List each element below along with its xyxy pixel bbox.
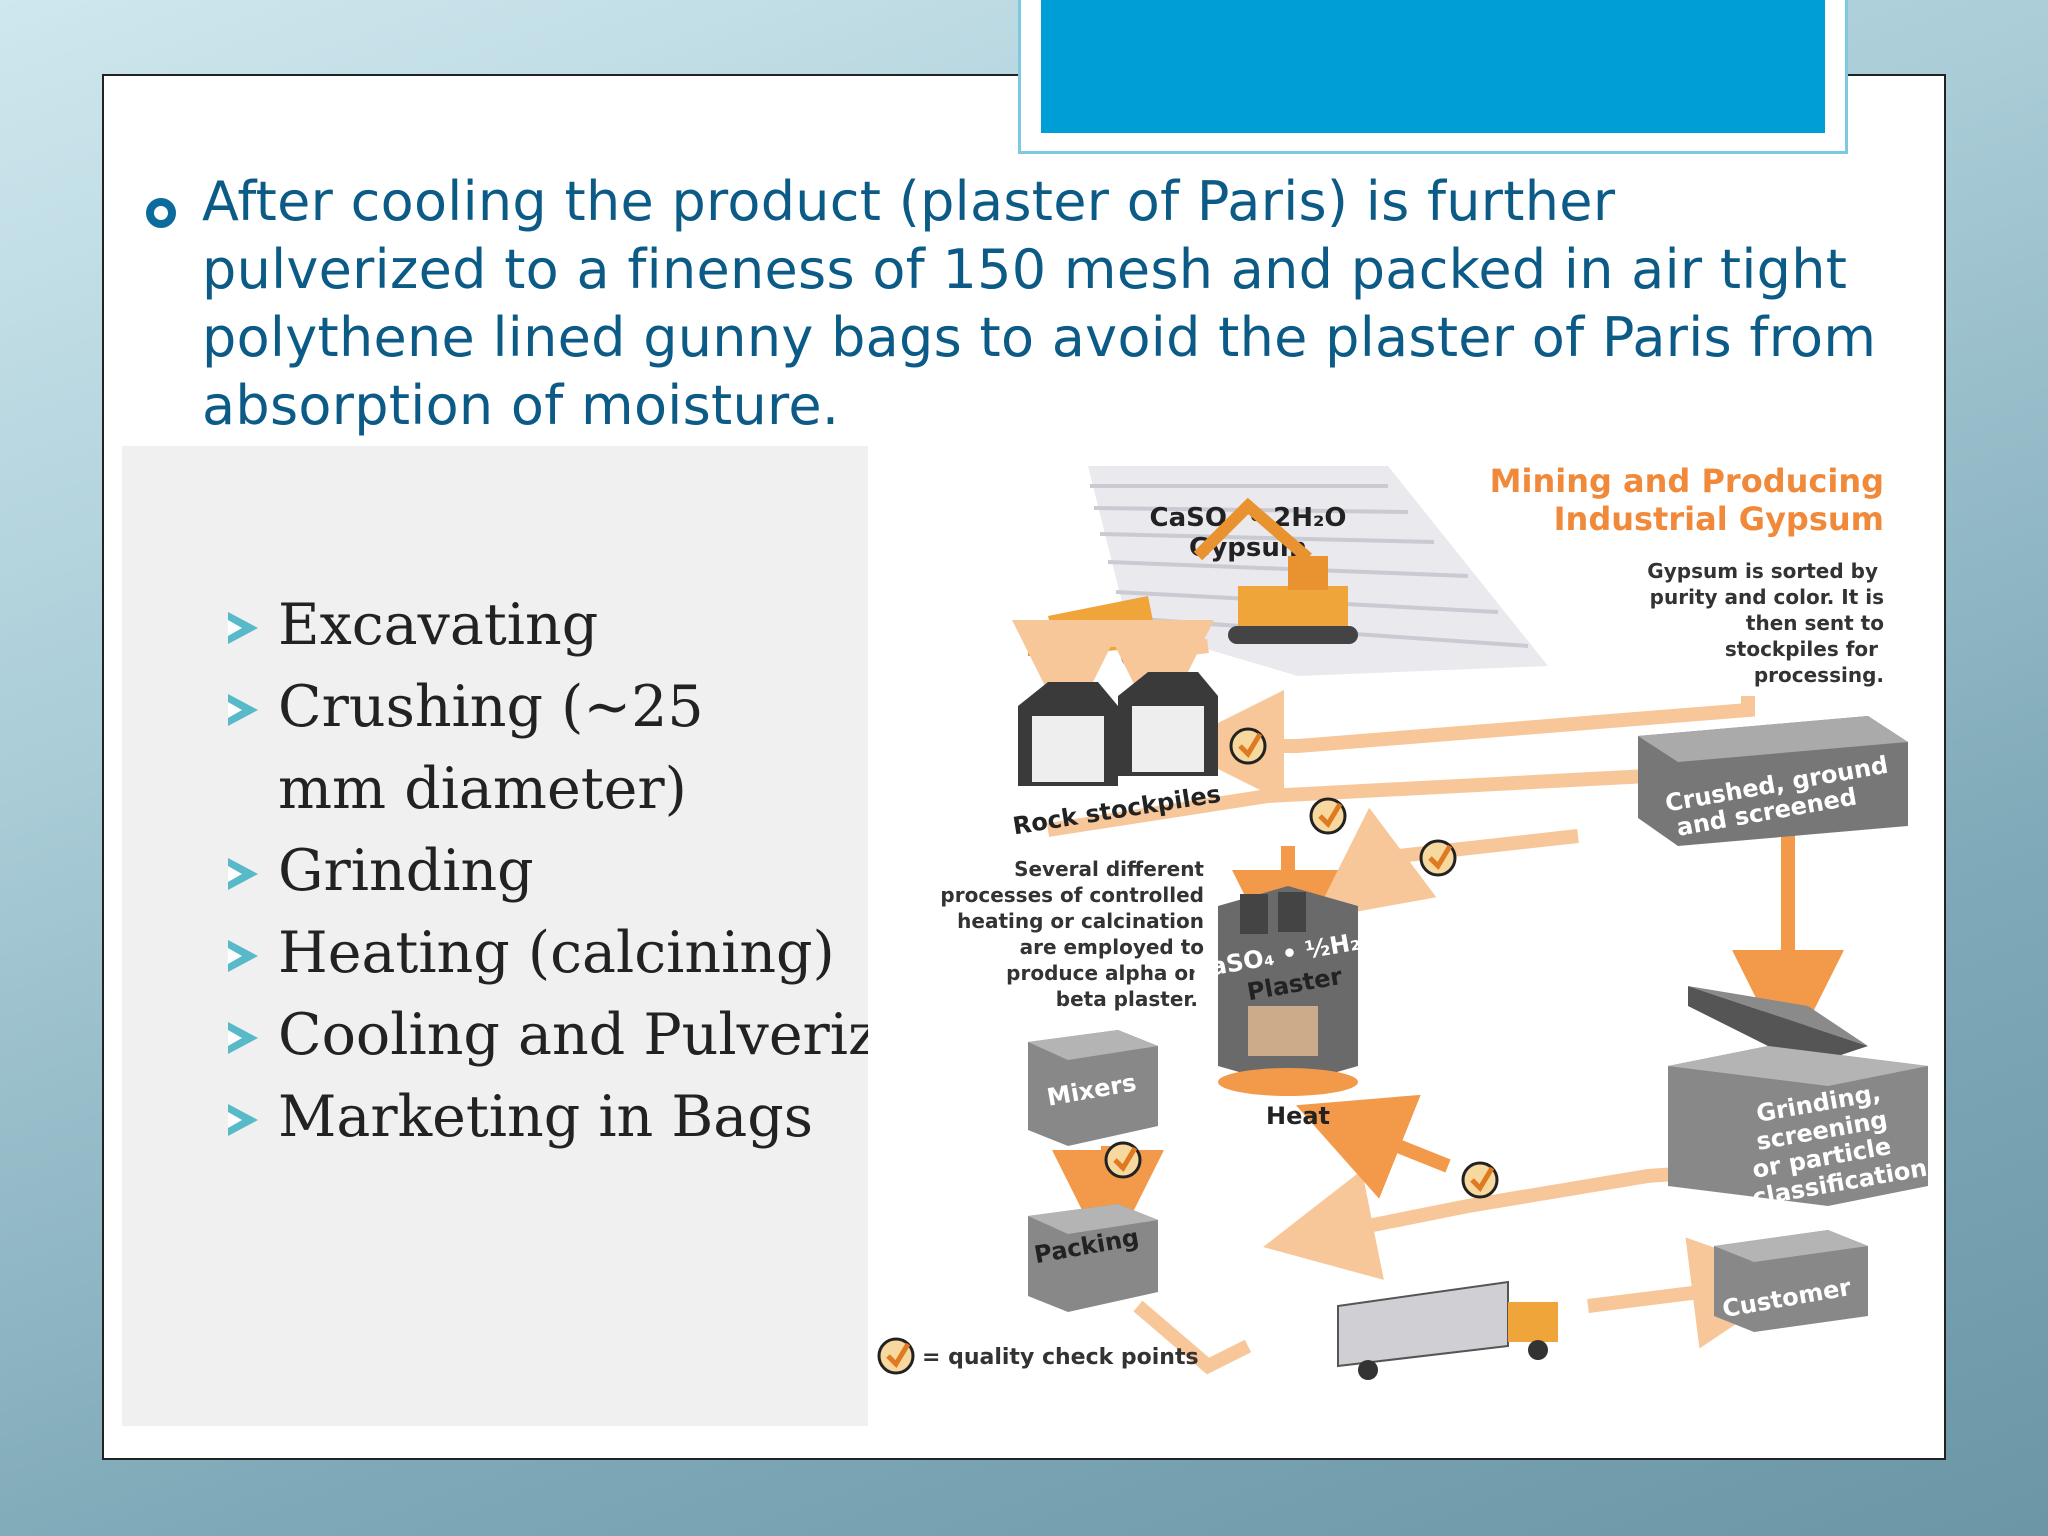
process-figure: Excavating Crushing (~25 mm diameter) Gr…	[122, 446, 1930, 1426]
heat-label: Heat	[1266, 1102, 1330, 1130]
svg-text:Several different: Several different	[1014, 857, 1204, 881]
gypsum-process-svg: CaSO₄ • 2H₂O Gypsum Mining and Producing…	[877, 462, 1929, 1380]
sorted-note: Gypsum is sorted by purity and color. It…	[1647, 559, 1884, 687]
customer-box	[1714, 1230, 1868, 1332]
bullet-block: After cooling the product (plaster of Pa…	[138, 168, 1898, 440]
svg-text:processing.: processing.	[1754, 663, 1884, 687]
checkmark-icons	[877, 727, 1499, 1375]
svg-text:then sent to: then sent to	[1746, 611, 1884, 635]
svg-text:heating or calcination: heating or calcination	[957, 909, 1204, 933]
svg-text:Industrial Gypsum: Industrial Gypsum	[1554, 500, 1884, 538]
rock-stockpiles-label: Rock stockpiles	[1011, 780, 1223, 841]
svg-text:are employed to: are employed to	[1020, 935, 1204, 959]
svg-text:purity and color. It is: purity and color. It is	[1650, 585, 1884, 609]
bullet-icon	[146, 198, 176, 228]
arrow-bullet-icon	[228, 1022, 258, 1054]
check-ticks	[886, 732, 1495, 1369]
steps-list: Excavating Crushing (~25 mm diameter) Gr…	[228, 584, 970, 1158]
grinding-box	[1668, 1046, 1928, 1206]
svg-text:Mining and Producing: Mining and Producing	[1490, 462, 1884, 500]
svg-text:produce alpha or: produce alpha or	[1006, 961, 1198, 985]
svg-text:beta plaster.: beta plaster.	[1056, 987, 1198, 1011]
step-item: Grinding	[228, 830, 970, 912]
legend-label: = quality check points	[922, 1345, 1199, 1370]
svg-text:processes of controlled: processes of controlled	[940, 883, 1204, 907]
arrow-bullet-icon	[228, 694, 258, 726]
plaster-kiln	[1218, 886, 1358, 1096]
title-bar	[1041, 0, 1825, 133]
steps-panel: Excavating Crushing (~25 mm diameter) Gr…	[122, 446, 970, 1426]
arrow-bullet-icon	[228, 612, 258, 644]
rock-stockpiles-icon	[1018, 672, 1218, 786]
svg-text:stockpiles for: stockpiles for	[1725, 637, 1878, 661]
arrow-bullet-icon	[228, 940, 258, 972]
gypsum-diagram: CaSO₄ • 2H₂O Gypsum Mining and Producing…	[868, 446, 1930, 1426]
mixers-box	[1028, 1030, 1158, 1146]
diagram-title: Mining and Producing Industrial Gypsum	[1490, 462, 1884, 538]
packing-box	[1028, 1204, 1158, 1312]
arrow-bullet-icon	[228, 1104, 258, 1136]
step-item: Cooling and Pulverizing	[228, 994, 970, 1076]
truck-icon	[1337, 1280, 1558, 1380]
arrow-bullet-icon	[228, 858, 258, 890]
svg-text:Gypsum is sorted by: Gypsum is sorted by	[1647, 559, 1878, 583]
title-placeholder	[1018, 0, 1848, 154]
bullet-text: After cooling the product (plaster of Pa…	[202, 170, 1877, 437]
calcination-note: Several different processes of controlle…	[940, 857, 1204, 1011]
crusher-box	[1638, 716, 1908, 846]
step-item: Excavating	[228, 584, 970, 666]
step-item: Heating (calcining)	[228, 912, 970, 994]
step-item: Marketing in Bags	[228, 1076, 970, 1158]
excavator-icon	[1193, 497, 1358, 644]
step-item: Crushing (~25 mm diameter)	[228, 666, 788, 830]
hopper-icon	[1688, 986, 1868, 1066]
